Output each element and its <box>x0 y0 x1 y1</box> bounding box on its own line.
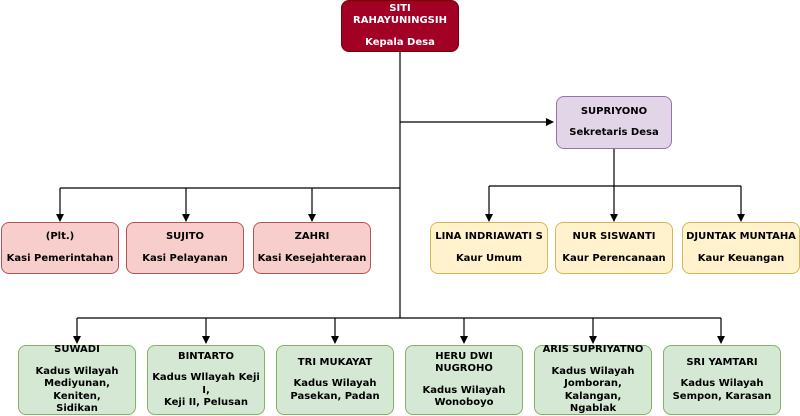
kasi-name: ZAHRI <box>294 231 330 242</box>
kaur-node: LINA INDRIAWATI S Kaur Umum <box>430 222 548 274</box>
kasi-name: (Plt.) <box>45 231 75 242</box>
kaur-node: NUR SISWANTI Kaur Perencanaan <box>555 222 673 274</box>
kasi-role: Kasi Pemerintahan <box>6 252 114 264</box>
kadus-name: ARIS SUPRIYATNO <box>542 344 644 356</box>
secretary-role: Sekretaris Desa <box>569 127 659 138</box>
kaur-role: Kaur Perencanaan <box>562 252 666 264</box>
head-role: Kepala Desa <box>365 36 435 48</box>
kadus-role: Kadus Wllayah Keji I, Keji II, Pelusan <box>152 372 260 408</box>
kaur-name: LINA INDRIAWATI S <box>435 231 543 242</box>
kaur-role: Kaur Keuangan <box>697 252 785 264</box>
kadus-node: BINTARTO Kadus Wllayah Keji I, Keji II, … <box>147 345 265 415</box>
kasi-node: (Plt.) Kasi Pemerintahan <box>1 222 119 274</box>
kadus-node: SRI YAMTARI Kadus Wilayah Sempon, Karasa… <box>663 345 781 415</box>
kadus-node: HERU DWI NUGROHO Kadus Wilayah Wonoboyo <box>405 345 523 415</box>
kasi-node: ZAHRI Kasi Kesejahteraan <box>253 222 371 274</box>
kaur-name: NUR SISWANTI <box>572 231 656 242</box>
head-name: SITI RAHAYUNINGSIH <box>353 2 447 27</box>
secretary-node: SUPRIYONO Sekretaris Desa <box>556 96 672 149</box>
kadus-name: BINTARTO <box>177 350 235 362</box>
kadus-node: ARIS SUPRIYATNO Kadus Wilayah Jomboran, … <box>534 344 652 415</box>
kadus-role: Kadus Wilayah Mediyunan, Keniten, Sidika… <box>35 365 119 415</box>
kadus-role: Kadus Wilayah Wonoboyo <box>422 384 506 409</box>
kadus-name: TRI MUKAYAT <box>297 356 373 368</box>
kadus-node: SUWADI Kadus Wilayah Mediyunan, Keniten,… <box>18 344 136 415</box>
kadus-name: HERU DWI NUGROHO <box>435 350 493 375</box>
head-node: SITI RAHAYUNINGSIH Kepala Desa <box>341 0 459 52</box>
kaur-name: DJUNTAK MUNTAHA <box>686 231 796 242</box>
kaur-role: Kaur Umum <box>455 252 523 264</box>
kadus-role: Kadus Wilayah Sempon, Karasan <box>672 378 772 402</box>
secretary-name: SUPRIYONO <box>580 105 648 117</box>
kasi-name: SUJITO <box>165 231 205 242</box>
kasi-role: Kasi Kesejahteraan <box>257 252 367 264</box>
kaur-node: DJUNTAK MUNTAHA Kaur Keuangan <box>682 222 800 274</box>
kadus-node: TRI MUKAYAT Kadus Wilayah Pasekan, Padan <box>276 345 394 415</box>
kadus-name: SRI YAMTARI <box>686 356 758 368</box>
kadus-name: SUWADI <box>54 344 100 356</box>
kasi-role: Kasi Pelayanan <box>142 252 228 264</box>
kadus-role: Kadus Wilayah Jomboran, Kalangan, Ngabla… <box>551 365 635 415</box>
kadus-role: Kadus Wilayah Pasekan, Padan <box>290 378 380 402</box>
kasi-node: SUJITO Kasi Pelayanan <box>126 222 244 274</box>
